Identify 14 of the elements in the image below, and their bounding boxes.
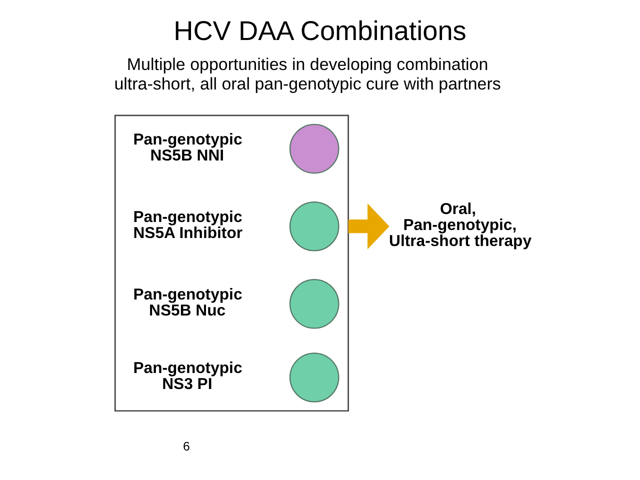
node-text: Pan-genotypic NS3 PI: [133, 360, 242, 393]
node-circle: [289, 278, 340, 328]
node-circle: [289, 123, 340, 174]
node-text: Pan-genotypic NS5A Inhibitor: [133, 208, 243, 242]
node-text: Oral, Pan-genotypic, Ultra-short therapy: [389, 200, 532, 250]
label: Multiple opportunities in developing combination ultra-short, all oral pan-genotypic cure with partners: [114, 54, 501, 93]
label: 6: [182, 438, 190, 453]
diagram-title: HCV DAA Combinations: [174, 14, 466, 46]
cluster: [114, 114, 349, 412]
arrow: [348, 202, 390, 249]
node-circle: [289, 200, 340, 251]
node-text: Pan-genotypic NS5B NNI: [133, 131, 242, 164]
node-circle: [289, 352, 340, 402]
node-text: Pan-genotypic NS5B Nuc: [133, 286, 242, 319]
